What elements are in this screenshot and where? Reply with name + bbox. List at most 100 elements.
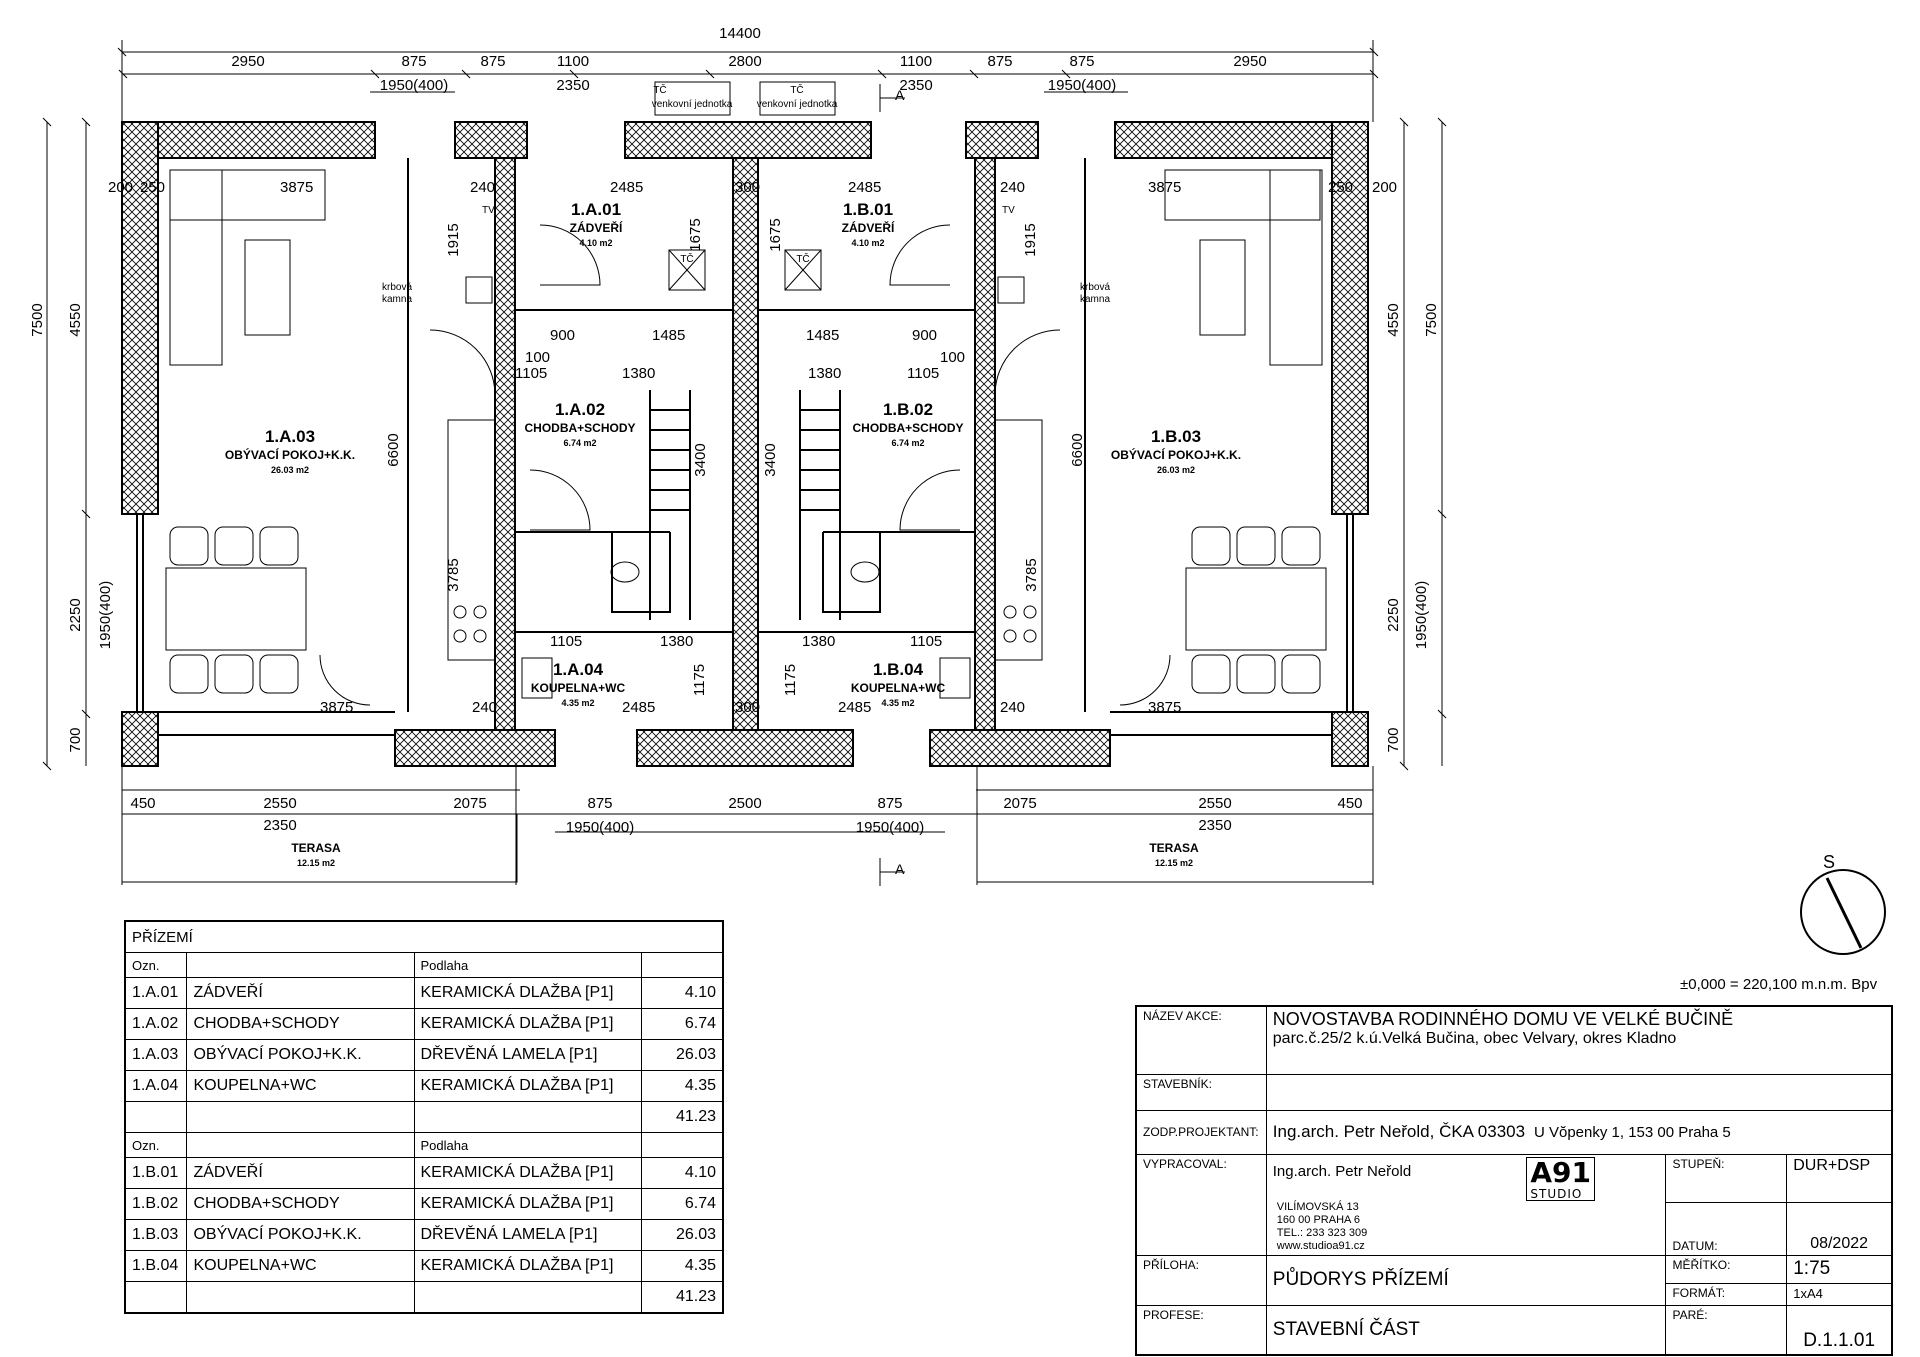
terrace-area: 12.15 m2 xyxy=(1155,858,1193,868)
dim-top-4: 1100 xyxy=(557,53,589,70)
idim: 1105 xyxy=(907,365,939,382)
idim: 200 xyxy=(108,179,133,196)
room-area: 4.10 m2 xyxy=(851,238,884,248)
interior-dims: 200 250 3875 240 2485 300 2485 240 3875 … xyxy=(108,179,1397,716)
idim: 3785 xyxy=(1023,558,1040,591)
dim-text: 14400 2950 875 875 1100 2800 1100 875 87… xyxy=(29,25,1440,836)
zodp-name: Ing.arch. Petr Neřold, ČKA 03303 xyxy=(1272,1122,1526,1141)
profese-label: PROFESE: xyxy=(1135,1304,1267,1356)
dimension-lines xyxy=(42,40,1447,885)
terrace-label: TERASA xyxy=(291,841,341,855)
pare-value: D.1.1.01 xyxy=(1786,1304,1893,1356)
stove-label: krbová xyxy=(1080,282,1110,293)
room-area: 4.35 m2 xyxy=(881,698,914,708)
tv-label: TV xyxy=(1002,205,1015,216)
room-area: 6.74 m2 xyxy=(891,438,924,448)
datum-label: DATUM: xyxy=(1665,1202,1788,1256)
logo-text: A91 xyxy=(1530,1155,1592,1189)
room-code: 1.B.01 xyxy=(843,200,893,219)
pare-label: PARÉ: xyxy=(1665,1304,1788,1356)
room-name: ZÁDVEŘÍ xyxy=(842,220,895,235)
room-code: 1.B.04 xyxy=(873,660,924,679)
idim: 3785 xyxy=(445,558,462,591)
idim: 1380 xyxy=(808,365,841,382)
idim: 100 xyxy=(940,349,965,366)
zodp-label: ZODP.PROJEKTANT: xyxy=(1135,1109,1267,1155)
dim-top-8: 875 xyxy=(1069,53,1094,70)
project-subtitle: parc.č.25/2 k.ú.Velká Bučina, obec Velva… xyxy=(1272,1030,1677,1047)
room-area: 26.03 m2 xyxy=(1157,465,1195,475)
north-arrow-icon: S xyxy=(1800,852,1886,955)
idim: 240 xyxy=(472,699,497,716)
idim: 100 xyxy=(525,349,550,366)
dim-bot2-3: 1950(400) xyxy=(856,819,924,836)
idim: 1105 xyxy=(550,633,582,650)
idim: 200 xyxy=(1372,179,1397,196)
dim-right-3: 2250 xyxy=(1385,598,1402,631)
room-name: ZÁDVEŘÍ xyxy=(570,220,623,235)
idim: 3400 xyxy=(692,443,709,476)
dim-right-4: 1950(400) xyxy=(1413,581,1430,649)
idim: 3875 xyxy=(1148,179,1181,196)
room-labels: 1.A.01 ZÁDVEŘÍ 4.10 m2 1.B.01 ZÁDVEŘÍ 4.… xyxy=(225,200,1241,868)
room-name: OBÝVACÍ POKOJ+K.K. xyxy=(225,447,355,462)
tc-unit-sub: venkovní jednotka xyxy=(652,99,733,110)
walls xyxy=(121,121,1369,767)
room-area: 4.35 m2 xyxy=(561,698,594,708)
dim-top-1: 2950 xyxy=(231,53,264,70)
idim: 240 xyxy=(470,179,495,196)
tc-unit-sub: venkovní jednotka xyxy=(757,99,838,110)
nazev-label: NÁZEV AKCE: xyxy=(1135,1005,1267,1075)
room-name: OBÝVACÍ POKOJ+K.K. xyxy=(1111,447,1241,462)
idim: 300 xyxy=(735,699,760,716)
dim-right-5: 700 xyxy=(1385,727,1402,752)
idim: 1675 xyxy=(687,218,704,251)
stupen-value: DUR+DSP xyxy=(1786,1153,1893,1204)
dim-top-7: 875 xyxy=(987,53,1012,70)
dim-bot2-1: 2350 xyxy=(263,817,296,834)
idim: 900 xyxy=(912,327,937,344)
meritko-label: MĚŘÍTKO: xyxy=(1665,1254,1788,1284)
project-title: NOVOSTAVBA RODINNÉHO DOMU VE VELKÉ BUČIN… xyxy=(1272,1009,1734,1029)
stove-label: kamna xyxy=(382,294,412,305)
dim-bot-2: 2550 xyxy=(263,795,296,812)
dim-left-2: 4550 xyxy=(67,303,84,336)
idim: 1915 xyxy=(1022,223,1039,256)
vypr-label: VYPRACOVAL: xyxy=(1135,1153,1267,1256)
terrace-area: 12.15 m2 xyxy=(297,858,335,868)
tc-label: TČ xyxy=(680,252,693,265)
north-label: S xyxy=(1823,852,1835,872)
idim: 240 xyxy=(1000,179,1025,196)
room-name: KOUPELNA+WC xyxy=(851,681,946,695)
idim: 1105 xyxy=(910,633,942,650)
terrace-label: TERASA xyxy=(1149,841,1199,855)
idim: 1915 xyxy=(445,223,462,256)
equipment-labels: TČ venkovní jednotka TČ venkovní jednotk… xyxy=(382,83,1110,877)
col-podlaha: Podlaha xyxy=(413,1132,643,1158)
idim: 2485 xyxy=(848,179,881,196)
format-value: 1xA4 xyxy=(1786,1282,1893,1306)
stove-label: krbová xyxy=(382,282,412,293)
idim: 240 xyxy=(1000,699,1025,716)
idim: 1485 xyxy=(652,327,685,344)
stavebnik-label: STAVEBNÍK: xyxy=(1135,1073,1267,1111)
room-code: 1.B.02 xyxy=(883,400,933,419)
idim: 6600 xyxy=(385,433,402,466)
floor-plan: 14400 2950 875 875 1100 2800 1100 875 87… xyxy=(29,25,1447,886)
tc-unit-label: TČ xyxy=(790,83,803,96)
room-area: 4.10 m2 xyxy=(579,238,612,248)
idim: 2485 xyxy=(610,179,643,196)
format-label: FORMÁT: xyxy=(1665,1282,1788,1306)
furniture xyxy=(121,81,1374,886)
idim: 2485 xyxy=(838,699,871,716)
doors xyxy=(319,224,1171,706)
tc-unit-label: TČ xyxy=(653,83,666,96)
idim: 1380 xyxy=(622,365,655,382)
